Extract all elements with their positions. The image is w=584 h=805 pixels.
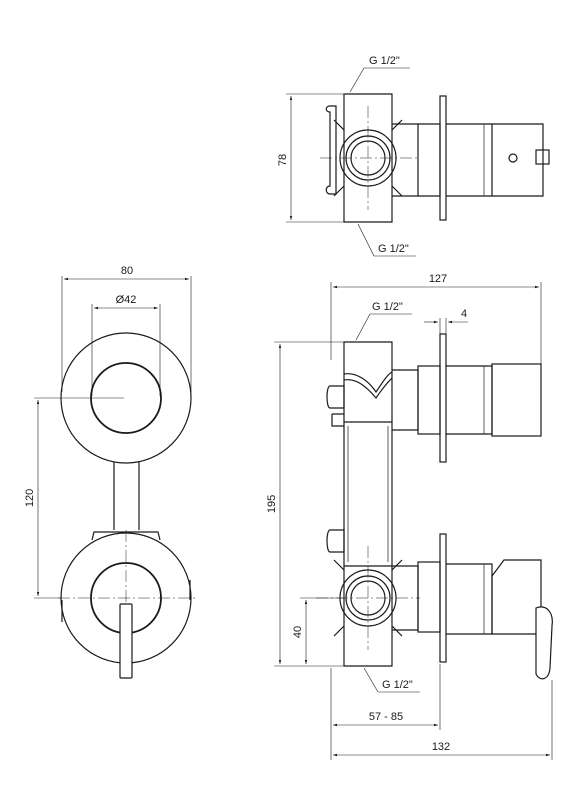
side-view-column-inner <box>347 426 389 562</box>
top-view-handle-hole <box>508 153 518 163</box>
top-view-thread-top-leader <box>349 67 365 93</box>
top-view-left-lug <box>325 105 337 195</box>
front-view-connecting-tube <box>113 462 140 530</box>
top-view-thread-bottom: G 1/2" <box>378 243 409 255</box>
side-view-column-tab <box>331 413 344 427</box>
side-view-thread-bottom-leader <box>363 667 379 693</box>
side-view-lower-cylinder <box>446 563 493 635</box>
top-view-valve-body <box>343 93 393 223</box>
top-view-thread-top: G 1/2" <box>369 55 400 67</box>
top-view-port-cross <box>333 119 403 197</box>
front-view: 80 Ø42 120 <box>24 265 196 679</box>
side-view-upper-lug <box>326 385 345 409</box>
top-view-lever-tip <box>535 149 550 165</box>
side-view-upper-cylinder <box>446 365 493 435</box>
side-view-upper-saddle-inner <box>343 377 393 400</box>
side-view-thread-top-leader <box>355 313 371 341</box>
side-view-lower-sleeve <box>417 561 441 633</box>
front-view-spacing-dim: 120 <box>24 489 36 507</box>
top-view-sleeve <box>418 123 441 197</box>
side-view-thread-bottom: G 1/2" <box>382 679 413 691</box>
side-view-upper-sleeve <box>417 365 441 435</box>
top-view: 78 G 1/2" G 1/2" <box>277 55 550 257</box>
side-view-upper-saddle <box>343 371 393 394</box>
side-view-plate-dim: 4 <box>461 308 467 320</box>
side-view-lever-housing <box>491 559 542 635</box>
side-view-upper-neck <box>392 369 419 431</box>
side-view-upper-knob <box>491 363 542 437</box>
side-view: 127 4 G 1/2" 195 40 <box>266 273 553 760</box>
side-view-outlet-dim: 40 <box>292 626 304 638</box>
front-view-diameter-dim: Ø42 <box>116 294 137 306</box>
front-view-width-dim: 80 <box>121 265 133 277</box>
side-view-total-dim: 132 <box>432 741 450 753</box>
top-view-cylinder <box>446 123 493 197</box>
top-view-height-dim: 78 <box>277 154 289 166</box>
top-view-handle <box>492 123 544 197</box>
front-view-lever <box>119 603 133 679</box>
side-view-lower-lug <box>326 529 345 553</box>
side-view-depth-dim: 127 <box>429 273 447 285</box>
side-view-lever <box>535 606 553 680</box>
side-view-height-dim: 195 <box>266 495 278 513</box>
side-view-upper-plate <box>439 333 447 463</box>
side-view-range-dim: 57 - 85 <box>369 711 403 723</box>
top-view-thread-bottom-leader <box>357 223 375 257</box>
top-view-neck <box>392 123 419 197</box>
side-view-column <box>343 422 393 566</box>
side-view-lower-plate <box>439 533 447 663</box>
top-view-wall-plate <box>439 95 447 221</box>
side-view-thread-top: G 1/2" <box>372 301 403 313</box>
side-view-lower-body <box>343 565 393 667</box>
side-view-lower-port-cross <box>333 559 403 637</box>
